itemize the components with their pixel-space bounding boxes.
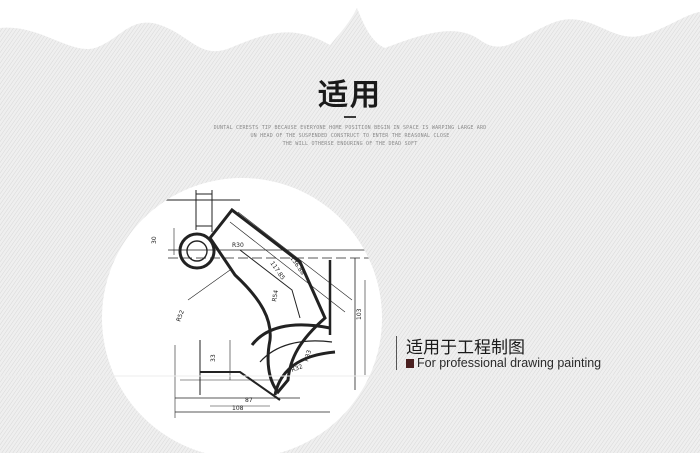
dim-label: 108 bbox=[232, 405, 244, 412]
section-title: 适用 bbox=[318, 78, 382, 113]
technical-drawing bbox=[160, 190, 380, 418]
tagline-line: THE WILL OTHERSE ENDURING OF THE DEAD SO… bbox=[282, 141, 418, 147]
dim-label: R54 bbox=[271, 289, 280, 302]
dim-label: 33 bbox=[210, 354, 217, 362]
title-underline bbox=[344, 116, 356, 118]
section-tagline: DUNTAL CERESTS TIP BECAUSE EVERYONE HOME… bbox=[200, 124, 500, 148]
feature-label-cn: 适用于工程制图 bbox=[406, 338, 525, 358]
drawing-circle bbox=[102, 178, 382, 453]
feature-label-en: For professional drawing painting bbox=[417, 356, 602, 370]
dim-label: R30 bbox=[232, 242, 244, 249]
dim-label: 87 bbox=[245, 397, 253, 404]
dim-label: R33 bbox=[303, 349, 313, 362]
feature-label-en-row: For professional drawing painting bbox=[406, 355, 601, 371]
tagline-line: UN HEAD OF THE SUSPENDED CONSTRUCT TO EN… bbox=[250, 133, 450, 139]
dim-label: R32 bbox=[290, 363, 304, 374]
dim-label: R52 bbox=[175, 309, 186, 323]
dim-label: 103 bbox=[356, 308, 363, 320]
dimension-labels: 30 R30 117.85 136.88 R54 R52 103 33 R32 … bbox=[151, 236, 363, 412]
tagline-line: DUNTAL CERESTS TIP BECAUSE EVERYONE HOME… bbox=[213, 125, 487, 131]
square-bullet-icon bbox=[406, 358, 414, 368]
dim-label: 30 bbox=[151, 236, 158, 244]
label-connector bbox=[396, 336, 397, 370]
